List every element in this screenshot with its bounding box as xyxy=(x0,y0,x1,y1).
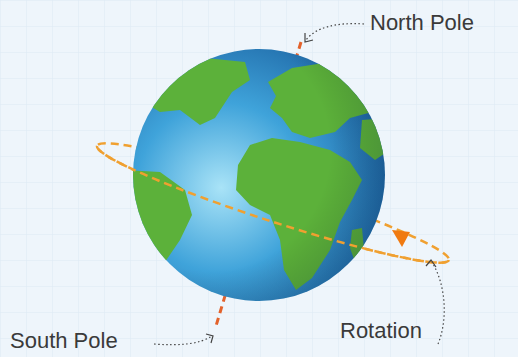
leader-arrowhead xyxy=(206,334,213,343)
leader-line xyxy=(432,262,444,344)
globe xyxy=(133,49,385,301)
leader-arrowhead xyxy=(305,33,313,42)
part-label: North Pole xyxy=(370,10,474,36)
leader-arrowhead xyxy=(426,260,436,267)
globe-shading xyxy=(133,49,385,301)
part-label: Rotation xyxy=(340,318,422,344)
leader-line xyxy=(306,24,364,40)
part-label: South Pole xyxy=(10,328,118,354)
leader-line xyxy=(154,336,212,345)
rotation-arrowhead xyxy=(392,230,410,247)
rotation-path-front xyxy=(91,146,448,277)
